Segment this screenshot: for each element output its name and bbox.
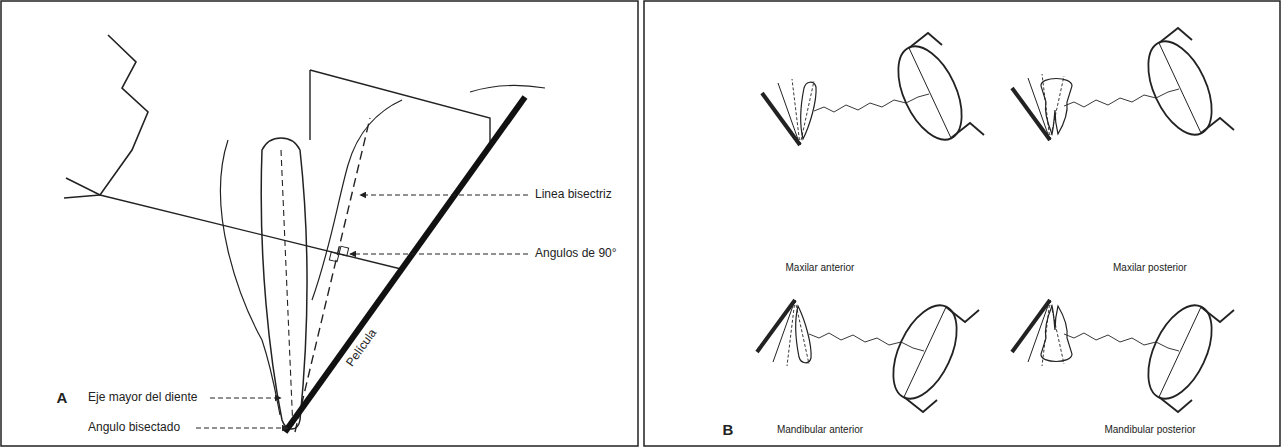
central-ray bbox=[100, 195, 401, 269]
panel-letter: A bbox=[57, 389, 68, 406]
view-caption: Mandibular posterior bbox=[1104, 424, 1195, 436]
view-caption: Maxilar posterior bbox=[1113, 262, 1187, 274]
mandibular-anterior-figure bbox=[757, 296, 979, 412]
tooth-axis bbox=[281, 150, 293, 430]
leader-line bbox=[360, 195, 528, 196]
part-label: Angulo bisectado bbox=[88, 421, 180, 435]
panel-frame bbox=[1, 1, 638, 446]
leader-line bbox=[196, 428, 288, 429]
bone-outline bbox=[220, 140, 280, 415]
part-label: Eje mayor del diente bbox=[88, 391, 197, 405]
right-angle-mark bbox=[329, 244, 348, 263]
mandibular-posterior-figure bbox=[1012, 296, 1234, 412]
xray-tube bbox=[66, 35, 148, 195]
film bbox=[285, 97, 525, 432]
tooth-outline bbox=[261, 138, 307, 429]
bisector-line bbox=[295, 118, 370, 432]
maxillary-posterior-figure bbox=[1012, 28, 1234, 144]
view-caption: Maxilar anterior bbox=[786, 262, 855, 274]
view-caption: Mandibular anterior bbox=[777, 424, 863, 436]
maxillary-anterior-figure bbox=[762, 33, 984, 149]
panel-frame bbox=[644, 1, 1280, 446]
panel-letter: B bbox=[723, 421, 734, 438]
projection-lines bbox=[310, 70, 490, 146]
leader-line bbox=[350, 254, 528, 255]
film-label: Película bbox=[344, 327, 380, 370]
part-label: Linea bisectriz bbox=[535, 188, 612, 202]
part-label: Angulos de 90° bbox=[535, 247, 617, 261]
leader-line bbox=[210, 398, 281, 399]
bisecting-figure bbox=[64, 35, 545, 432]
xray-tube bbox=[64, 195, 100, 198]
